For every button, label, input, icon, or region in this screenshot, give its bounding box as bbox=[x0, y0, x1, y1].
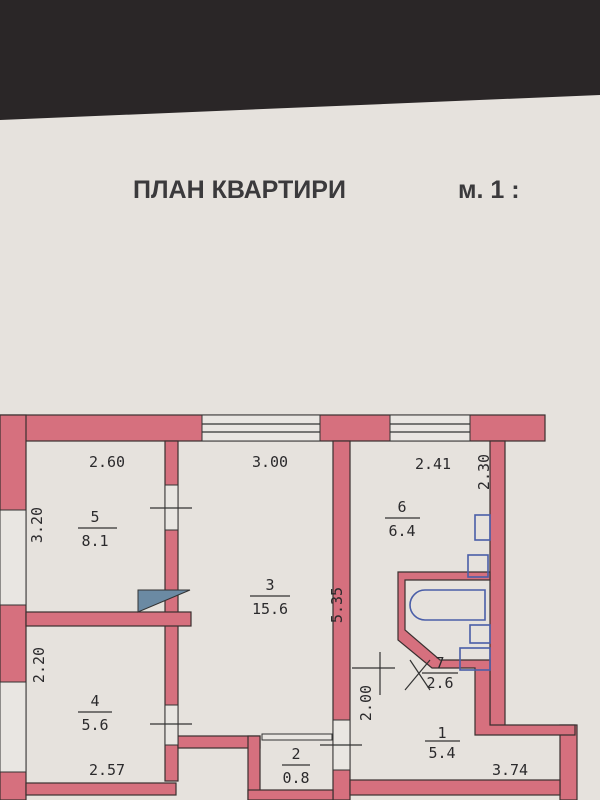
room6-depth-label: 2.30 bbox=[475, 454, 493, 490]
room3-depth-label: 5.35 bbox=[328, 587, 346, 623]
room1-width-label: 3.74 bbox=[492, 761, 528, 779]
room-4-area: 5.6 bbox=[81, 716, 108, 734]
room-1-number: 1 bbox=[437, 724, 446, 742]
room-7-area: 2.6 bbox=[426, 674, 453, 692]
room4-width-label: 2.57 bbox=[89, 761, 125, 779]
plumbing-fixtures bbox=[409, 514, 491, 671]
room-3-area: 15.6 bbox=[252, 600, 288, 618]
room4-depth-label: 2.20 bbox=[30, 647, 48, 683]
room-4-number: 4 bbox=[90, 692, 99, 710]
plan-scale: м. 1 : bbox=[458, 176, 520, 204]
room5-width-label: 2.60 bbox=[89, 453, 125, 471]
room-7-number: 7 bbox=[435, 654, 444, 672]
room6-width-label: 2.41 bbox=[415, 455, 451, 473]
room-labels: 1 5.4 2 0.8 3 15.6 4 5.6 5 8.1 6 6.4 7 2… bbox=[78, 498, 460, 787]
room-5-area: 8.1 bbox=[81, 532, 108, 550]
room3-width-label: 3.00 bbox=[252, 453, 288, 471]
doors bbox=[150, 484, 431, 771]
ventilation-shaft bbox=[137, 589, 191, 613]
windows bbox=[0, 414, 471, 773]
room-3-number: 3 bbox=[265, 576, 274, 594]
room-6-number: 6 bbox=[397, 498, 406, 516]
plan-title: ПЛАН КВАРТИРИ bbox=[133, 176, 346, 204]
room-1-area: 5.4 bbox=[428, 744, 455, 762]
room-2-area: 0.8 bbox=[282, 769, 309, 787]
room1-depth-label: 2.00 bbox=[357, 685, 375, 721]
room-6-area: 6.4 bbox=[388, 522, 415, 540]
room5-depth-label: 3.20 bbox=[28, 507, 46, 543]
room-2-number: 2 bbox=[291, 745, 300, 763]
room-5-number: 5 bbox=[90, 508, 99, 526]
dimension-labels: 2.60 3.00 2.41 2.57 3.74 3.20 2.20 5.35 … bbox=[28, 453, 528, 779]
